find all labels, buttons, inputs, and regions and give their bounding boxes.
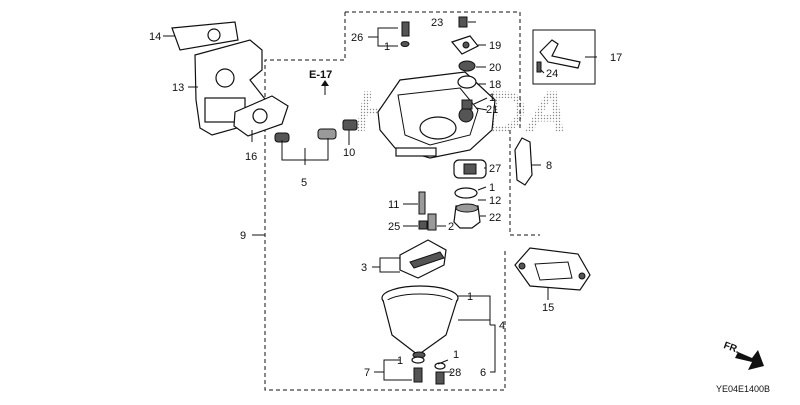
callout-15: 15 [542, 302, 554, 314]
callout-9: 9 [240, 230, 246, 242]
callout-27: 27 [489, 163, 501, 175]
callout-18: 18 [489, 79, 501, 91]
part-18-cover [457, 75, 477, 89]
callout-10: 10 [343, 147, 355, 159]
part-16-insulator [233, 95, 289, 137]
part-26-screw [400, 21, 410, 47]
callout-3: 3 [361, 262, 367, 274]
reference-arrow [321, 80, 329, 95]
callout-7: 7 [364, 367, 370, 379]
callout-11: 11 [388, 199, 399, 211]
part-3-float [399, 239, 447, 279]
callout-1f: 1 [453, 349, 459, 361]
callout-24: 24 [546, 68, 558, 80]
callout-labels: 14 13 16 5 10 9 26 1 E-17 23 19 20 18 1 … [149, 17, 770, 394]
front-direction-arrow [735, 350, 764, 370]
part-25-jet [418, 220, 428, 230]
callout-26: 26 [351, 32, 363, 44]
part-11-needle [418, 191, 426, 215]
part-28-screw [434, 362, 446, 385]
part-23-screw [458, 16, 468, 28]
part-7-bolt [411, 356, 425, 383]
callout-1d: 1 [467, 291, 473, 303]
leader-lines [163, 21, 597, 381]
callout-1b: 1 [489, 92, 495, 104]
part-20-washer [458, 60, 476, 72]
callout-1e: 1 [397, 355, 403, 367]
callout-1c: 1 [489, 182, 495, 194]
callout-13: 13 [172, 82, 184, 94]
part-10-screw [342, 119, 358, 131]
part-24-pin [536, 61, 542, 73]
callout-1a: 1 [384, 41, 390, 53]
part-19-cap [450, 35, 479, 55]
callout-23: 23 [431, 17, 443, 29]
callout-5: 5 [301, 177, 307, 189]
part-5-screw-spring [274, 128, 337, 143]
callout-8: 8 [546, 160, 552, 172]
callout-17: 17 [610, 52, 622, 64]
part-4-float-bowl [381, 285, 459, 359]
callout-21: 21 [486, 104, 498, 116]
callout-2: 2 [448, 221, 454, 233]
callout-6: 6 [480, 367, 486, 379]
part-8-link [514, 137, 533, 186]
part-22-seat [453, 203, 481, 229]
diagram-code: YE04E1400B [716, 384, 770, 394]
part-12-oring [454, 187, 478, 199]
callout-19: 19 [489, 40, 501, 52]
callout-12: 12 [489, 195, 501, 207]
assembly-frame [264, 11, 540, 391]
part-14-gasket [171, 21, 239, 51]
callout-20: 20 [489, 62, 501, 74]
reference-label: E-17 [309, 69, 332, 81]
callout-4: 4 [499, 320, 505, 332]
callout-14: 14 [149, 31, 161, 43]
part-21-nut [461, 99, 473, 110]
callout-28: 28 [449, 367, 461, 379]
part-17-lever [539, 39, 581, 69]
callout-25: 25 [388, 221, 400, 233]
carburetor-body [377, 71, 496, 159]
part-15-gasket [514, 247, 591, 291]
part-27-valve [453, 159, 487, 179]
callout-16: 16 [245, 151, 257, 163]
front-label: FR. [722, 340, 741, 356]
callout-22: 22 [489, 212, 501, 224]
part-2-jet [427, 213, 437, 231]
